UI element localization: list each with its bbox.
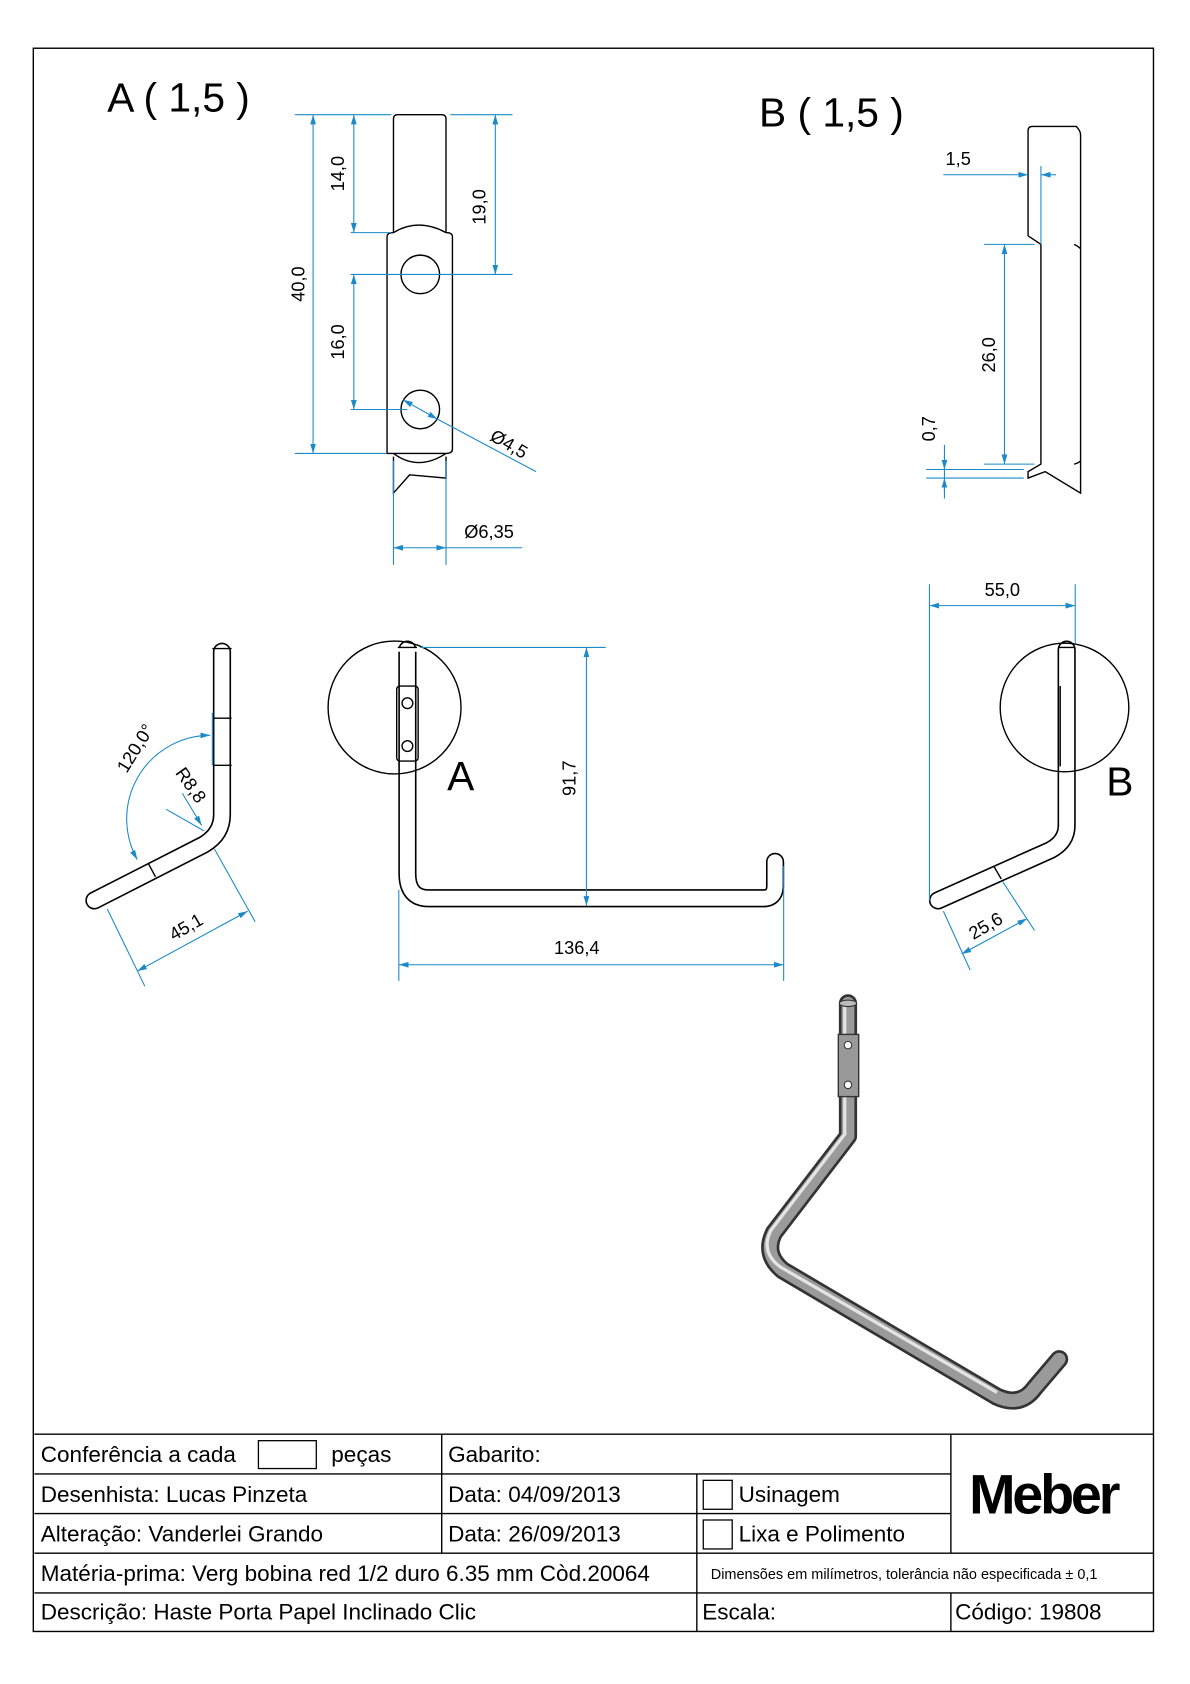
dim-55: 55,0 — [985, 580, 1020, 600]
dim-0-7: 0,7 — [919, 416, 939, 441]
dim-26: 26,0 — [979, 337, 999, 372]
materia-field: Matéria-prima: Verg bobina red 1/2 duro … — [41, 1561, 650, 1586]
gabarito-label: Gabarito: — [448, 1442, 541, 1467]
detail-b-view: B ( 1,5 ) 1,5 26,0 0,7 — [759, 89, 1082, 499]
dim-136-4: 136,4 — [554, 938, 600, 958]
tolerance-note: Dimensões em milímetros, tolerância não … — [711, 1567, 1098, 1583]
title-block: Conferência a cada peças Gabarito: Meber… — [34, 1433, 1154, 1632]
data-1-value: 04/09/2013 — [508, 1482, 621, 1507]
front-view: A 91,7 136,4 — [327, 640, 785, 981]
usinagem-label: Usinagem — [739, 1482, 840, 1507]
conferencia-count-box[interactable] — [257, 1440, 317, 1470]
dim-91-7: 91,7 — [560, 760, 580, 795]
data-2-field: Data: 26/09/2013 — [448, 1521, 621, 1546]
meber-logo: Meber — [969, 1464, 1120, 1526]
dim-25-6: 25,6 — [965, 908, 1006, 943]
dim-r8-8: R8,8 — [172, 764, 210, 807]
alteracao-label: Alteração: — [41, 1521, 142, 1546]
detail-b-title: B ( 1,5 ) — [759, 89, 904, 135]
detail-a-title: A ( 1,5 ) — [107, 74, 250, 120]
dim-40: 40,0 — [289, 266, 309, 301]
desenhista-value: Lucas Pinzeta — [166, 1482, 308, 1507]
side-view: 120,0° R8,8 45,1 — [85, 642, 256, 987]
dim-19: 19,0 — [470, 189, 490, 224]
data-2-label: Data: — [448, 1521, 502, 1546]
callout-b: B — [1106, 758, 1133, 804]
dim-1-5: 1,5 — [946, 149, 971, 169]
sheet-border — [32, 47, 1155, 1633]
dim-16: 16,0 — [328, 324, 348, 359]
detail-a-view: A ( 1,5 ) 40,0 14,0 16,0 19,0 Ø4,5 Ø6,35 — [107, 74, 537, 565]
callout-a: A — [447, 753, 475, 799]
dim-120: 120,0° — [113, 721, 158, 776]
data-1-field: Data: 04/09/2013 — [448, 1482, 621, 1507]
escala-label: Escala: — [702, 1600, 776, 1625]
pecas-label: peças — [331, 1442, 391, 1467]
materia-value: Verg bobina red 1/2 duro 6.35 mm Còd.200… — [192, 1561, 650, 1586]
isometric-view — [761, 994, 1069, 1410]
usinagem-checkbox[interactable] — [702, 1479, 733, 1510]
codigo-label: Código: — [955, 1600, 1033, 1625]
dim-rod-dia: Ø6,35 — [464, 522, 514, 542]
detail-b-callout-circle — [999, 642, 1130, 773]
lixa-label: Lixa e Polimento — [739, 1521, 905, 1546]
descricao-field: Descrição: Haste Porta Papel Inclinado C… — [41, 1600, 476, 1625]
right-view: B 55,0 25,6 — [928, 580, 1133, 971]
alteracao-field: Alteração: Vanderlei Grando — [41, 1521, 323, 1546]
desenhista-label: Desenhista: — [41, 1482, 160, 1507]
materia-label: Matéria-prima: — [41, 1561, 186, 1586]
conferencia-label: Conferência a cada — [41, 1442, 237, 1467]
codigo-field: Código: 19808 — [955, 1600, 1101, 1625]
detail-a-callout-circle — [327, 640, 462, 775]
dim-14: 14,0 — [328, 156, 348, 191]
data-2-value: 26/09/2013 — [508, 1521, 621, 1546]
dim-45-1: 45,1 — [166, 910, 207, 945]
descricao-value: Haste Porta Papel Inclinado Clic — [153, 1600, 476, 1625]
desenhista-field: Desenhista: Lucas Pinzeta — [41, 1482, 308, 1507]
data-1-label: Data: — [448, 1482, 502, 1507]
alteracao-value: Vanderlei Grando — [148, 1521, 323, 1546]
descricao-label: Descrição: — [41, 1600, 147, 1625]
codigo-value: 19808 — [1039, 1600, 1102, 1625]
lixa-checkbox[interactable] — [702, 1519, 733, 1550]
